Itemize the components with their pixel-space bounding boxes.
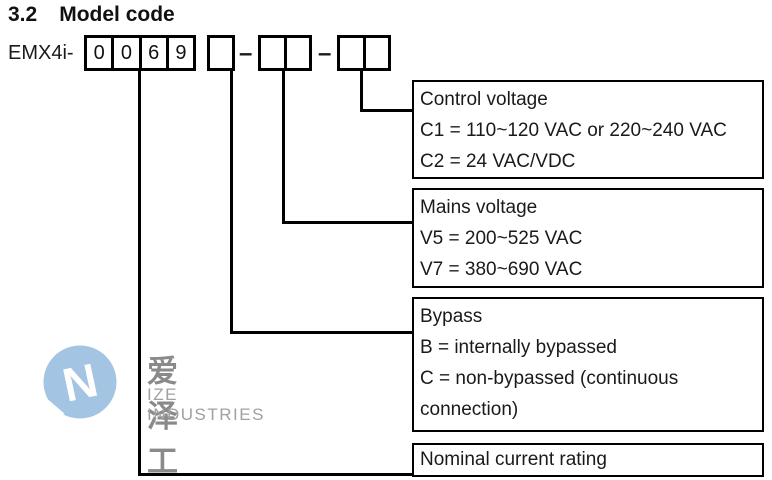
section-number: 3.2 [8, 3, 38, 26]
callout-control-voltage: Control voltage C1 = 110~120 VAC or 220~… [412, 80, 764, 179]
connector-bypass-vertical [230, 71, 233, 334]
callout-title: Mains voltage [420, 197, 538, 218]
connector-mains-vertical [282, 71, 285, 224]
connector-mains-horizontal [282, 221, 414, 224]
callout-title: Control voltage [420, 89, 548, 110]
code-separator: – [239, 40, 253, 67]
callout-line: connection) [420, 399, 519, 420]
callout-title: Nominal current rating [420, 449, 607, 470]
callout-title: Bypass [420, 306, 483, 327]
model-code-current-digits: 0 0 6 9 [84, 35, 196, 71]
section-heading: 3.2 Model code [8, 3, 175, 27]
callout-line: C1 = 110~120 VAC or 220~240 VAC [420, 120, 727, 141]
callout-line: C2 = 24 VAC/VDC [420, 151, 576, 172]
model-code-bypass-box [207, 35, 235, 71]
empty-cell [340, 38, 363, 68]
model-code-control-box [337, 35, 391, 71]
digit-cell: 9 [165, 38, 193, 68]
empty-cell [283, 38, 310, 68]
section-title: Model code [59, 3, 175, 26]
ize-logo-icon: N [42, 344, 118, 420]
empty-cell [261, 38, 284, 68]
digit-cell: 6 [138, 38, 166, 68]
model-code-mains-box [258, 35, 312, 71]
connector-bypass-horizontal [230, 331, 414, 334]
connector-nominal-horizontal [138, 473, 414, 476]
callout-line: V7 = 380~690 VAC [420, 259, 583, 280]
digit-cell: 0 [111, 38, 138, 68]
callout-bypass: Bypass B = internally bypassed C = non-b… [412, 297, 764, 432]
connector-control-horizontal [360, 109, 414, 112]
empty-cell [362, 38, 389, 68]
digit-cell: 0 [93, 41, 105, 64]
model-prefix: EMX4i- [8, 42, 74, 64]
watermark-text-en: IZE INDUSTRIES [147, 385, 265, 424]
callout-mains-voltage: Mains voltage V5 = 200~525 VAC V7 = 380~… [412, 188, 764, 288]
code-separator: – [318, 40, 332, 67]
callout-line: C = non-bypassed (continuous [420, 368, 679, 389]
callout-nominal-current: Nominal current rating [412, 443, 764, 477]
callout-line: B = internally bypassed [420, 337, 617, 358]
connector-control-vertical [360, 71, 363, 112]
callout-line: V5 = 200~525 VAC [420, 228, 583, 249]
empty-cell [210, 38, 232, 68]
connector-nominal-vertical [138, 71, 141, 475]
